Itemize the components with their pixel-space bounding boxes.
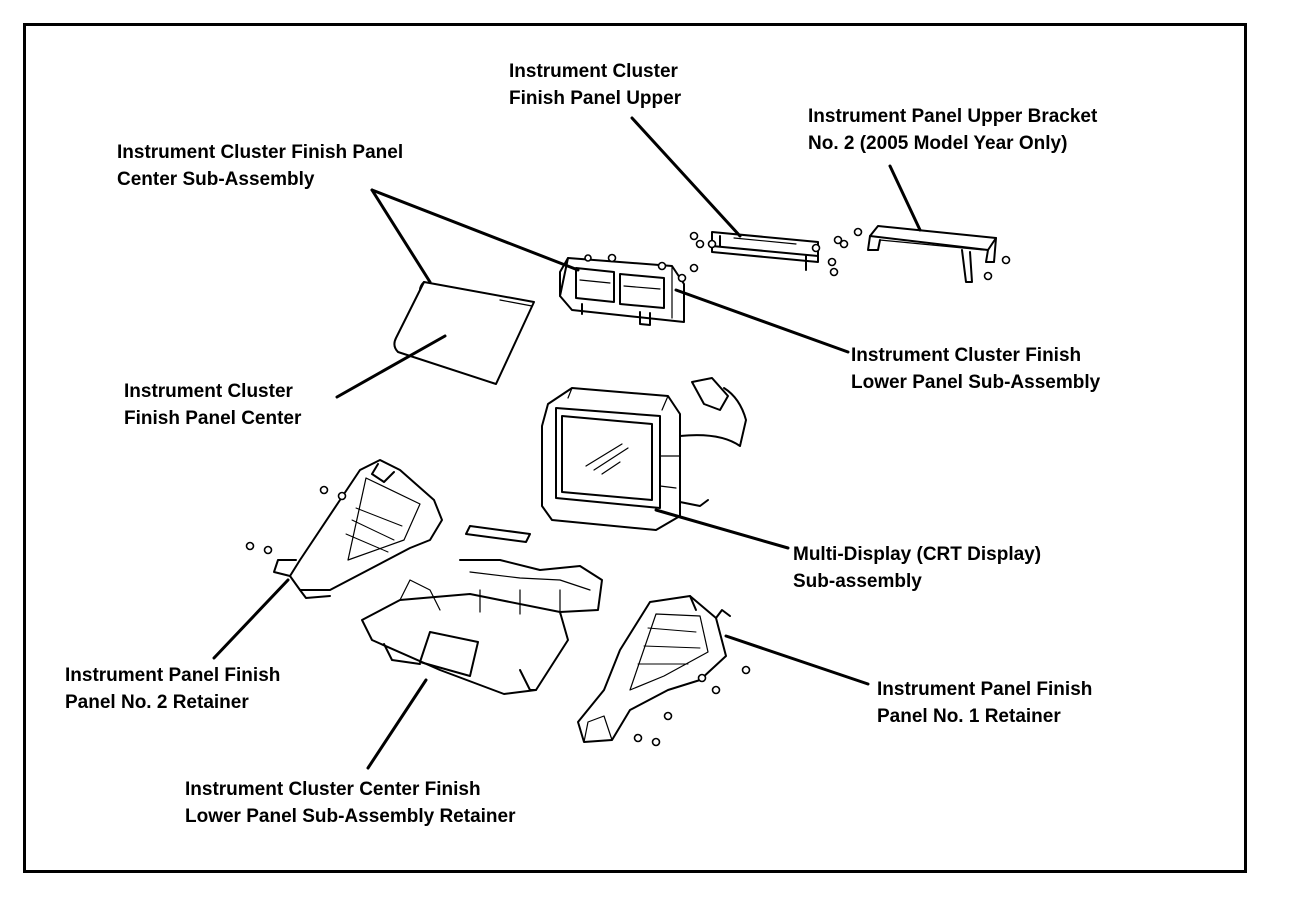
label-lower-panel-retainer: Instrument Cluster Center Finish Lower P…: [185, 776, 516, 830]
label-line: Lower Panel Sub-Assembly Retainer: [185, 806, 516, 827]
label-finish-lower-panel-subassy: Instrument Cluster Finish Lower Panel Su…: [851, 342, 1100, 396]
label-line: No. 2 (2005 Model Year Only): [808, 133, 1068, 154]
label-line: Finish Panel Center: [124, 408, 302, 429]
label-line: Panel No. 2 Retainer: [65, 692, 249, 713]
multi-display-part: [541, 377, 747, 531]
label-multi-display: Multi-Display (CRT Display) Sub-assembly: [793, 541, 1041, 595]
label-line: Instrument Panel Finish: [65, 665, 281, 686]
label-no1-retainer: Instrument Panel Finish Panel No. 1 Reta…: [877, 676, 1092, 730]
label-line: Center Sub-Assembly: [117, 169, 315, 190]
label-line: Instrument Cluster: [124, 381, 293, 402]
label-finish-panel-center: Instrument Cluster Finish Panel Center: [124, 378, 301, 432]
label-finish-panel-upper: Instrument Cluster Finish Panel Upper: [509, 58, 681, 112]
upper-bracket-part: [867, 225, 997, 283]
label-line: Multi-Display (CRT Display): [793, 544, 1042, 565]
screws: [245, 227, 1011, 747]
label-line: Sub-assembly: [793, 571, 922, 592]
finish-lower-panel-part: [559, 257, 685, 326]
label-line: Instrument Cluster Finish: [851, 345, 1082, 366]
label-line: Instrument Cluster: [509, 61, 678, 82]
label-upper-bracket: Instrument Panel Upper Bracket No. 2 (20…: [808, 103, 1097, 157]
finish-panel-center-part: [393, 281, 535, 385]
label-line: Instrument Panel Finish: [877, 679, 1093, 700]
label-line: Lower Panel Sub-Assembly: [851, 372, 1101, 393]
label-line: Instrument Cluster Finish Panel: [117, 142, 404, 163]
label-no2-retainer: Instrument Panel Finish Panel No. 2 Reta…: [65, 662, 280, 716]
label-line: Panel No. 1 Retainer: [877, 706, 1061, 727]
label-line: Instrument Panel Upper Bracket: [808, 106, 1098, 127]
label-finish-panel-center-subassy: Instrument Cluster Finish Panel Center S…: [117, 139, 403, 193]
lower-panel-retainer-part: [361, 525, 603, 695]
leader-lines: [212, 116, 922, 770]
label-line: Instrument Cluster Center Finish: [185, 779, 481, 800]
diagram-frame: [23, 23, 1247, 873]
finish-panel-upper-part: [711, 231, 819, 271]
label-line: Finish Panel Upper: [509, 88, 682, 109]
no1-retainer-part: [577, 595, 731, 743]
no2-retainer-part: [273, 459, 443, 599]
